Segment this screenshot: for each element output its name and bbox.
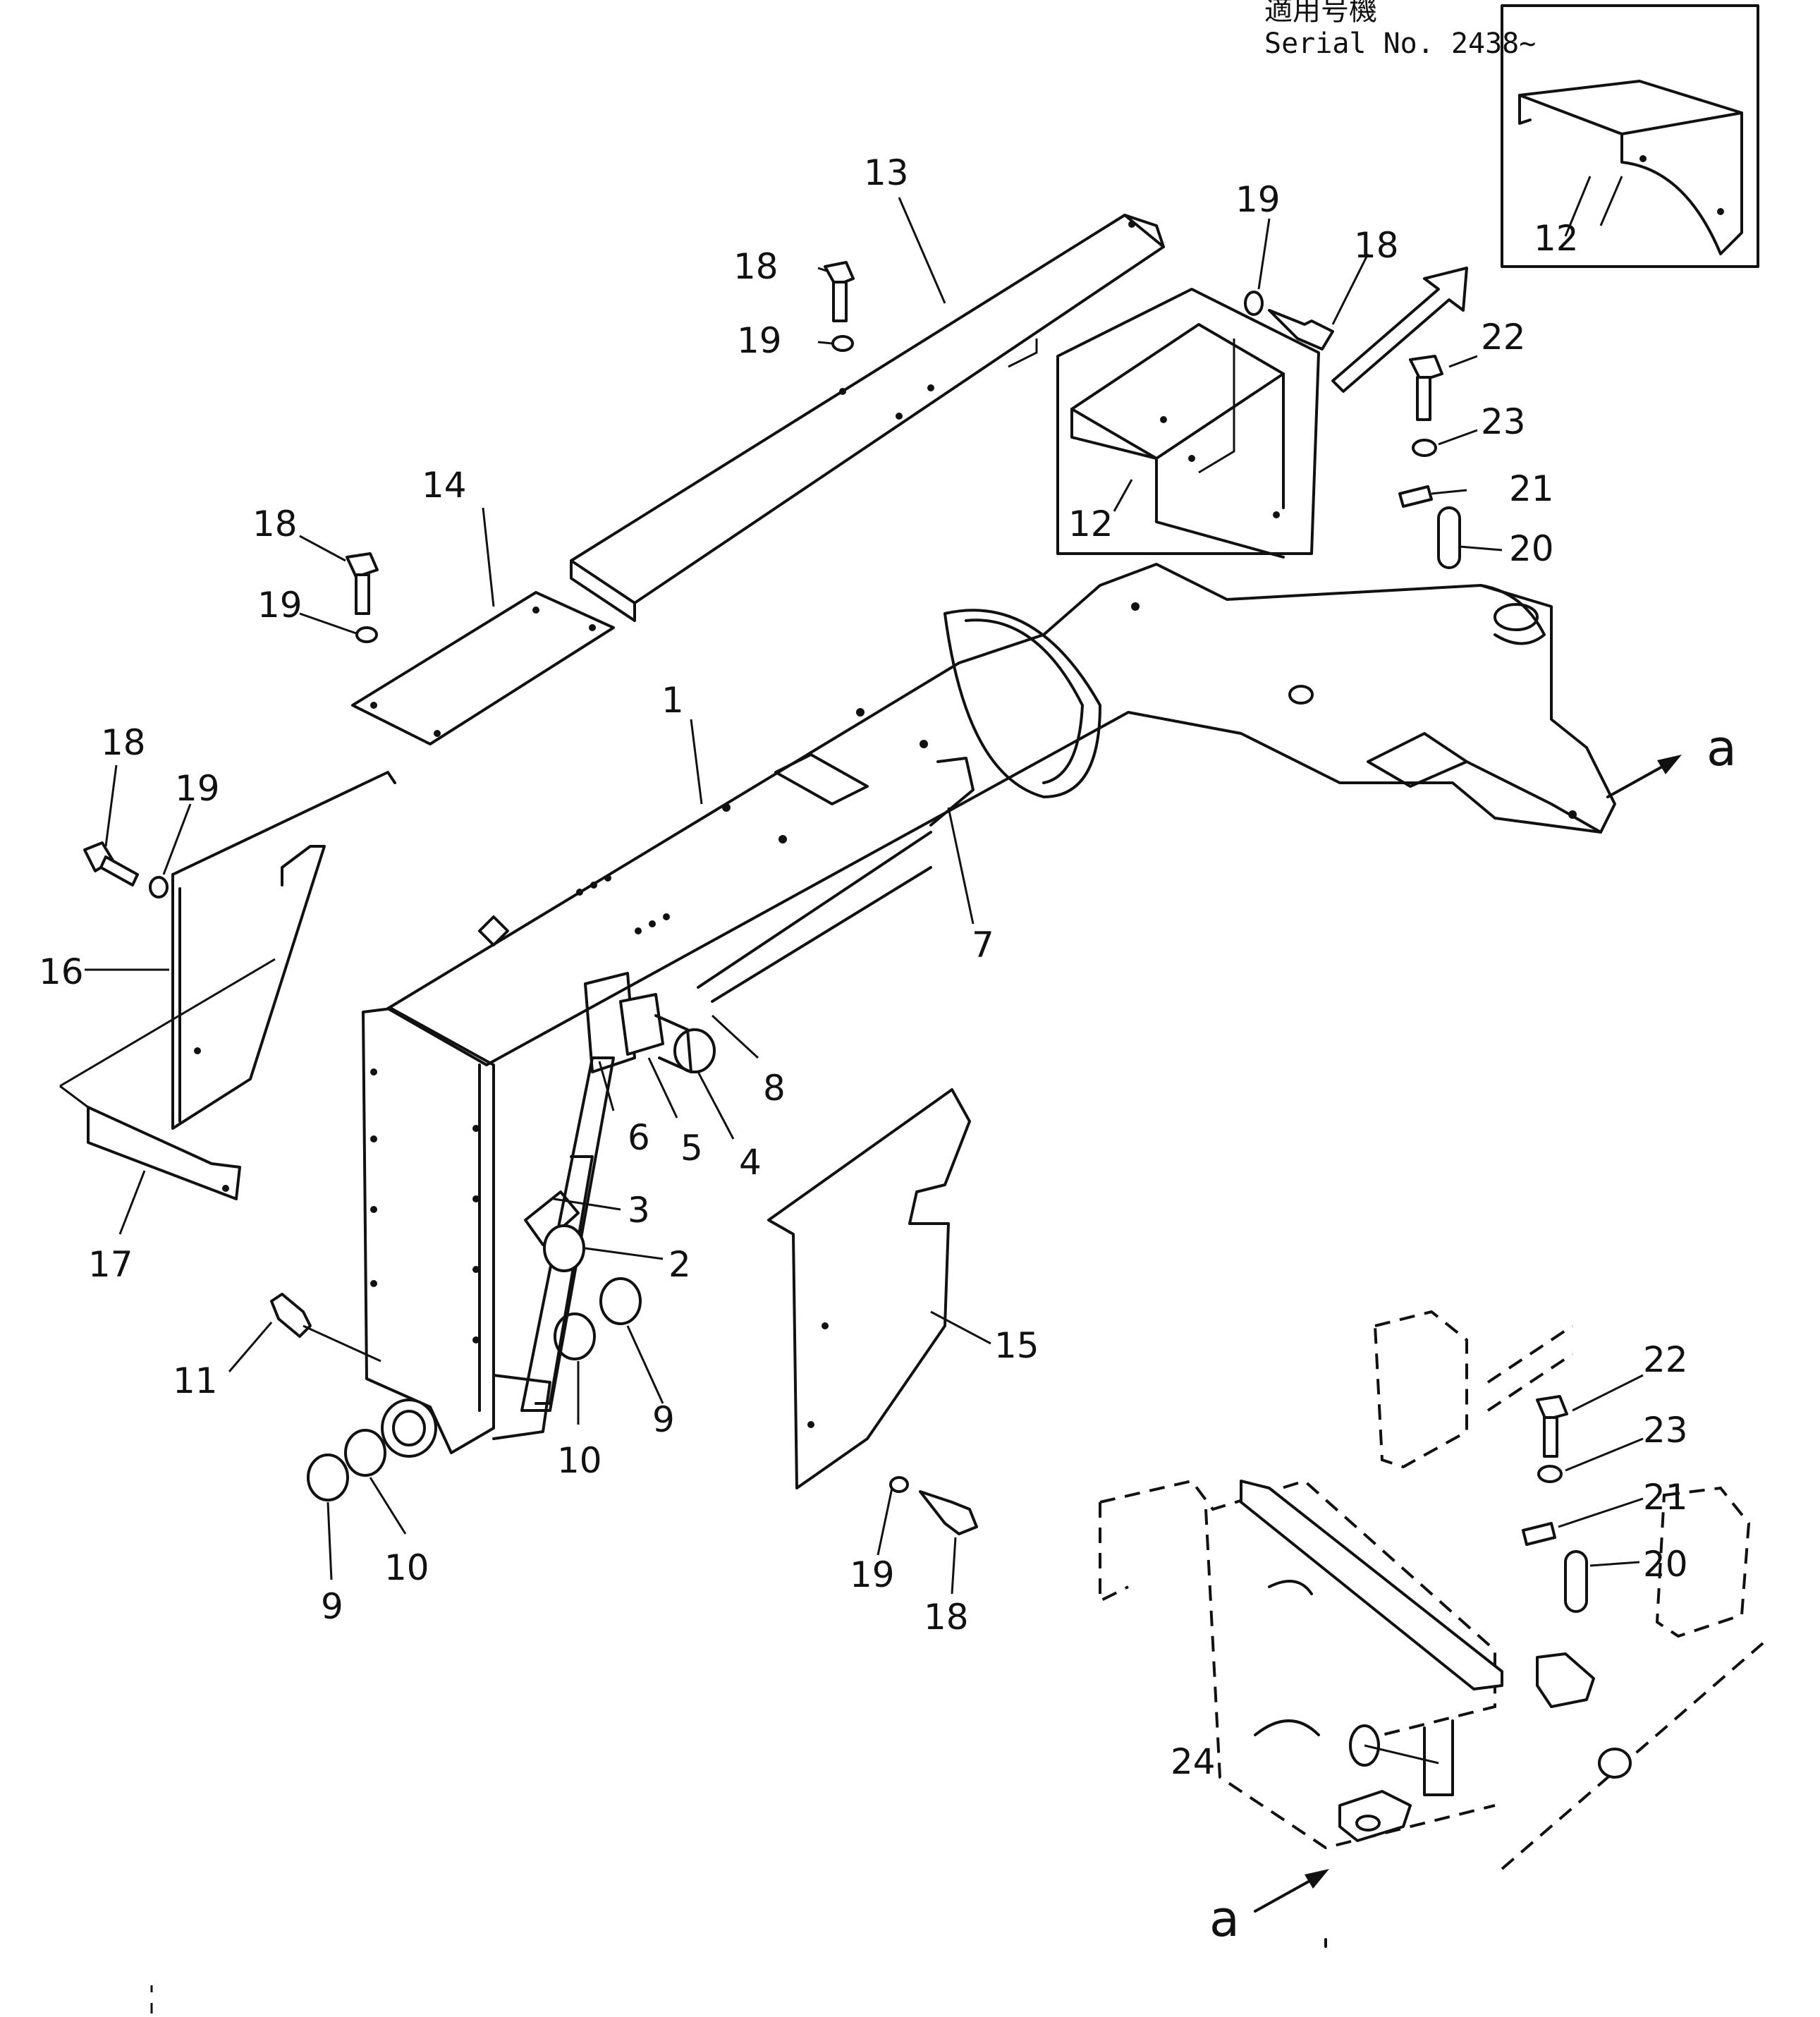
bolt-18-bottom: [889, 1476, 978, 1535]
cover-12: [1056, 288, 1320, 559]
washers-9-10: [307, 1277, 642, 1501]
pin-assembly: [584, 972, 716, 1073]
callout-7: 7: [972, 925, 994, 965]
callout-10-left: 10: [384, 1547, 429, 1588]
callout-4: 4: [739, 1142, 762, 1183]
callout-18-upper-right: 18: [1354, 225, 1399, 266]
callout-19-top: 19: [737, 320, 782, 361]
callout-18-bottom: 18: [924, 1597, 969, 1638]
detail-view-a: [1099, 1310, 1764, 1948]
callout-16: 16: [39, 951, 84, 992]
bolt-18-top: [824, 261, 855, 352]
callout-5: 5: [680, 1128, 703, 1169]
callout-8: 8: [763, 1068, 786, 1109]
callout-22-bottom: 22: [1643, 1339, 1688, 1380]
arrow-a-bottom: [1254, 1869, 1329, 1913]
bolt-22-bottom: [1522, 1395, 1588, 1613]
bolt-18-far-left: [83, 841, 169, 898]
callout-15: 15: [994, 1325, 1039, 1366]
callout-18-far-left: 18: [101, 722, 146, 763]
callout-21-top: 21: [1509, 468, 1554, 509]
callout-1: 1: [661, 680, 684, 721]
rail-8: [711, 866, 932, 1003]
callout-19-bottom: 19: [850, 1554, 895, 1595]
callout-20-bottom: 20: [1643, 1544, 1688, 1585]
callout-23-bottom: 23: [1643, 1410, 1688, 1451]
view-label-a-bottom: a: [1209, 1890, 1240, 1948]
callout-24: 24: [1171, 1741, 1216, 1782]
callout-17: 17: [88, 1244, 133, 1285]
serial-title: 適用号機: [1264, 0, 1377, 27]
bolt-18-upper-right: [1244, 291, 1334, 351]
direction-arrow: [1331, 267, 1468, 393]
callout-13: 13: [864, 152, 909, 193]
callout-10-right: 10: [557, 1440, 602, 1481]
rail-7: [697, 757, 975, 989]
leader-lines: [85, 176, 1644, 1765]
arrow-a-right: [1606, 755, 1682, 798]
callout-9-left: 9: [321, 1586, 343, 1627]
bolt-22-top: [1398, 355, 1461, 569]
callout-12-inset: 12: [1534, 218, 1579, 259]
bushing-2: [524, 1190, 585, 1272]
callout-11: 11: [173, 1360, 218, 1401]
fitting-11: [270, 1293, 381, 1363]
inset-cover-detail: [1501, 4, 1759, 268]
callout-21-bottom: 21: [1643, 1477, 1688, 1518]
callout-22-top: 22: [1481, 317, 1526, 358]
plate-14: [351, 591, 615, 745]
panel-15: [767, 1088, 971, 1489]
callout-2: 2: [668, 1244, 691, 1285]
callout-9-right: 9: [652, 1399, 675, 1440]
callout-20-top: 20: [1509, 528, 1554, 569]
callout-23-top: 23: [1481, 401, 1526, 442]
main-frame-1: [386, 563, 1616, 1066]
callout-14: 14: [422, 465, 467, 506]
callout-12-cover: 12: [1068, 504, 1113, 544]
callout-19-upper-right: 19: [1235, 179, 1281, 220]
callout-3: 3: [628, 1190, 650, 1231]
callout-19-far-left: 19: [175, 768, 220, 809]
callout-19-left: 19: [257, 585, 303, 626]
strut-3: [520, 1056, 615, 1412]
serial-number: Serial No. 2438~: [1264, 28, 1536, 60]
callout-18-left: 18: [252, 504, 298, 544]
callout-18-top: 18: [733, 246, 778, 287]
leg-panel: [362, 1007, 551, 1458]
plate-13: [570, 214, 1165, 622]
callout-6: 6: [628, 1117, 650, 1158]
bolt-18-left: [346, 552, 379, 643]
bracket-17: [87, 1106, 241, 1200]
panel-16: [59, 771, 396, 1130]
view-label-a-right: a: [1706, 719, 1737, 777]
